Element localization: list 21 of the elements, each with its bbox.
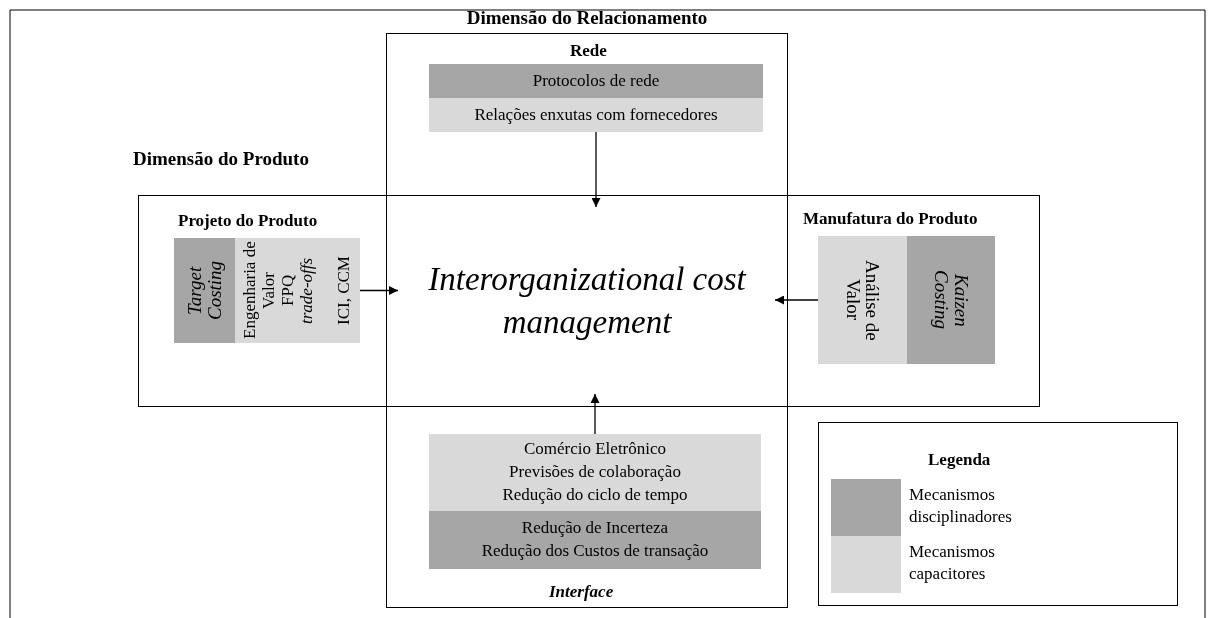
section-label: Interface — [549, 582, 614, 602]
section-label: Projeto do Produto — [178, 211, 318, 231]
legend-text: Mecanismos capacitores — [909, 541, 996, 586]
section-heading: Dimensão do Relacionamento — [465, 7, 709, 29]
mechanism-box: Relações enxutas com fornecedores — [429, 98, 763, 132]
mechanism-box: Comércio Eletrônico Previsões de colaboração Redução do ciclo de tempo — [429, 434, 761, 511]
center-label: Interorganizational cost management — [398, 207, 776, 395]
arrow — [591, 131, 601, 208]
mechanism-box: Engenharia de Valor FPQ trade-offs ICI, CCM — [235, 238, 360, 343]
section-label: Manufatura do Produto — [803, 209, 978, 229]
section-label: Rede — [570, 41, 607, 61]
section-heading: Dimensão do Produto — [133, 148, 309, 170]
mechanism-box: Kaizen Costing — [907, 236, 995, 364]
legend-title: Legenda — [928, 450, 991, 470]
mechanism-box: Análise de Valor — [818, 236, 907, 364]
arrow — [359, 286, 399, 295]
mechanism-box: Protocolos de rede — [429, 64, 763, 98]
mechanism-box: Redução de Incerteza Redução dos Custos de transação — [429, 511, 761, 569]
arrow — [774, 295, 819, 305]
mechanism-box: Target Costing — [174, 238, 235, 343]
arrow — [590, 393, 600, 435]
